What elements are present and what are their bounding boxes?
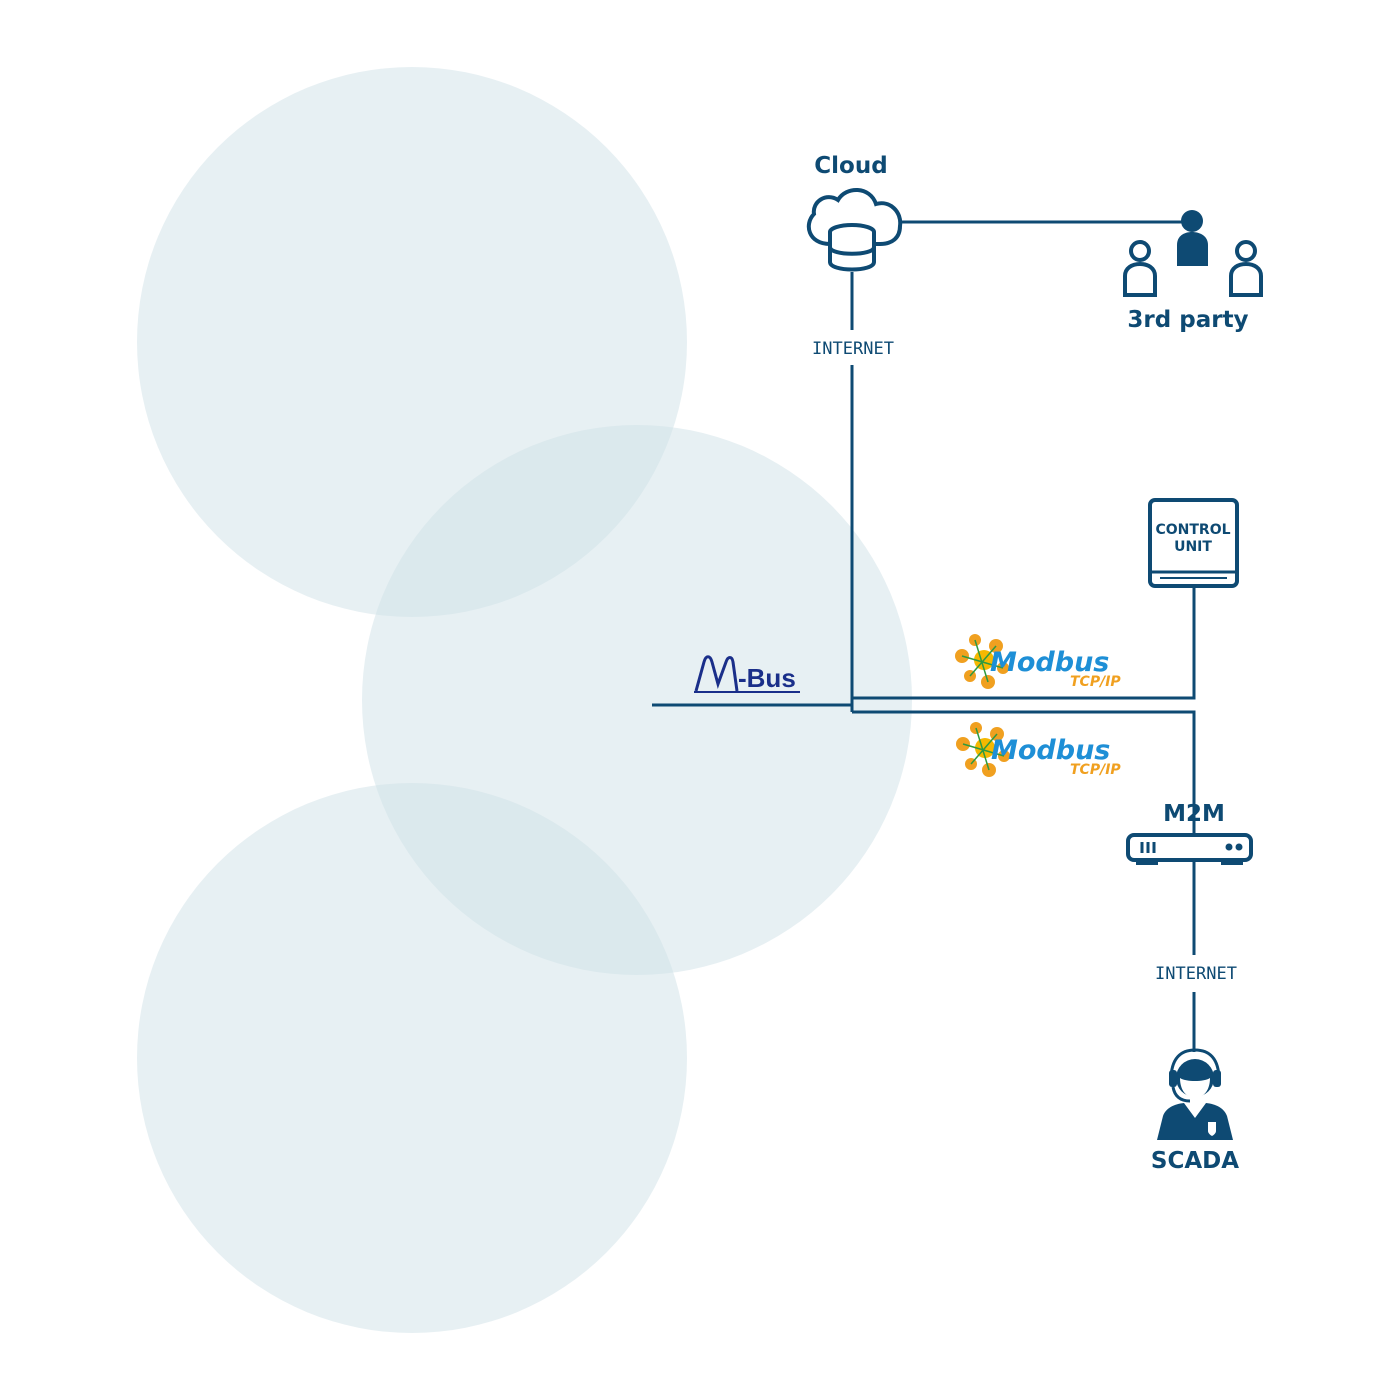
- control-unit-label-line1: CONTROL: [1155, 522, 1230, 538]
- m2m-link: [852, 710, 1196, 835]
- internet-top-label: INTERNET: [812, 339, 894, 359]
- modbus-logo-icon: [955, 634, 1009, 689]
- m2m-node[interactable]: M2M: [1126, 801, 1253, 865]
- modbus-upper-logo: Modbus TCP/IP: [955, 634, 1121, 690]
- m2m-label: M2M: [1163, 801, 1225, 827]
- mbus-logo: -Bus: [694, 655, 800, 693]
- cloud-database-icon: [806, 188, 903, 272]
- internet-bottom-label: INTERNET: [1155, 964, 1237, 984]
- modbus-upper-sub: TCP/IP: [1070, 674, 1121, 690]
- control-unit-link: [852, 588, 1196, 700]
- connection-lines: [652, 220, 1196, 1052]
- control-unit-label-line2: UNIT: [1174, 539, 1212, 555]
- modbus-upper-name: Modbus: [990, 647, 1109, 678]
- third-party-label: 3rd party: [1127, 307, 1248, 333]
- cloud-node[interactable]: Cloud: [806, 153, 903, 272]
- background-bubbles: [137, 67, 912, 1333]
- cloud-label: Cloud: [814, 153, 887, 179]
- scada-label: SCADA: [1151, 1148, 1239, 1174]
- bubble-bottom: [137, 783, 687, 1333]
- router-icon: [1126, 833, 1253, 865]
- control-unit-icon: [1148, 498, 1239, 588]
- mbus-suffix-text: -Bus: [738, 663, 796, 693]
- scada-node[interactable]: SCADA: [1151, 1048, 1239, 1174]
- modbus-lower-name: Modbus: [991, 735, 1110, 766]
- operator-headset-icon: [1157, 1048, 1233, 1140]
- control-unit-node[interactable]: CONTROL UNIT: [1148, 498, 1239, 588]
- modbus-lower-sub: TCP/IP: [1070, 762, 1121, 778]
- users-group-icon: [1123, 210, 1263, 297]
- mbus-m-glyph: [694, 655, 739, 692]
- modbus-logo-icon: [956, 722, 1010, 777]
- third-party-node[interactable]: 3rd party: [1123, 210, 1263, 333]
- modbus-lower-logo: Modbus TCP/IP: [956, 722, 1121, 778]
